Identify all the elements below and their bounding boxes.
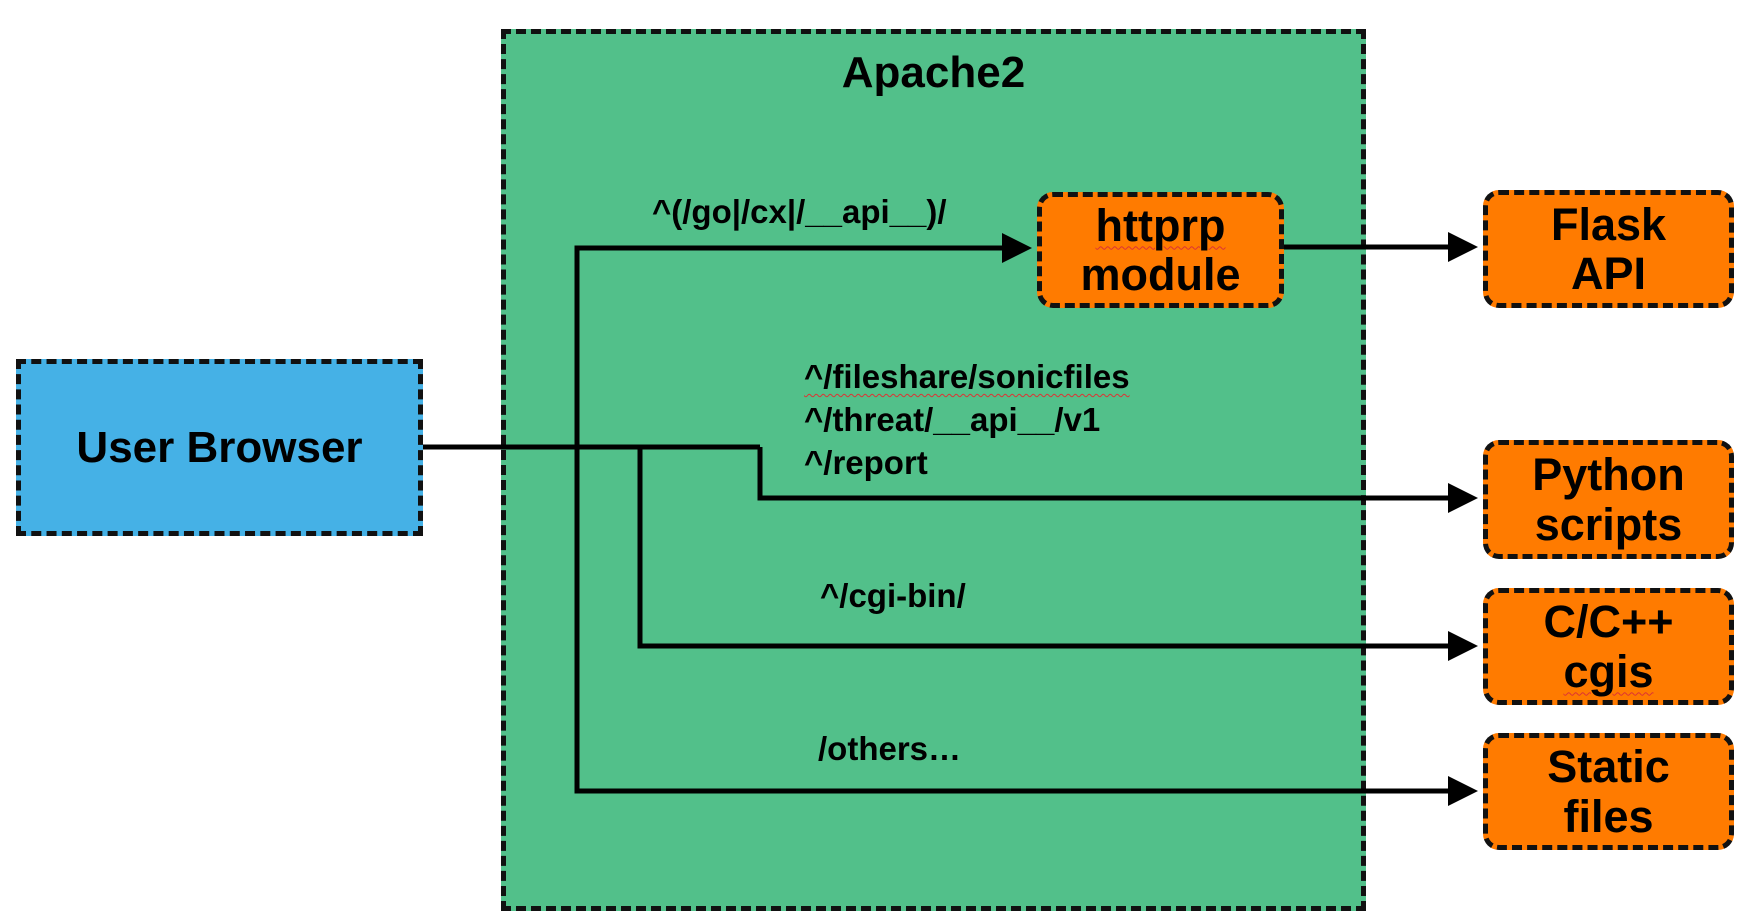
httprp-module-line1: httprp — [1095, 199, 1226, 251]
user-browser-box: User Browser — [16, 359, 423, 536]
route-label-proxy: ^(/go|/cx|/__api__)/ — [652, 193, 947, 230]
flask-api-box: Flask API — [1483, 190, 1734, 308]
cpp-cgis-box: C/C++ cgis — [1483, 588, 1734, 705]
cpp-cgis-line1: C/C++ — [1543, 596, 1674, 647]
apache2-title: Apache2 — [841, 48, 1026, 97]
httprp-module-box: httprp module — [1037, 192, 1284, 308]
static-files-box: Static files — [1483, 733, 1734, 850]
route-label-cgi: ^/cgi-bin/ — [820, 577, 966, 614]
python-scripts-line2: scripts — [1534, 498, 1683, 550]
python-scripts-box: Python scripts — [1483, 440, 1734, 559]
route-label-python-1: ^/fileshare/sonicfiles — [804, 358, 1130, 395]
static-files-line1: Static — [1547, 741, 1670, 792]
route-label-python-2: ^/threat/__api__/v1 — [804, 401, 1101, 438]
cpp-cgis-line2: cgis — [1563, 645, 1654, 697]
user-browser-label: User Browser — [76, 422, 363, 472]
route-label-others: /others… — [818, 730, 962, 767]
httprp-module-line2: module — [1080, 249, 1241, 300]
python-scripts-line1: Python — [1532, 449, 1685, 500]
flask-api-line2: API — [1570, 248, 1646, 299]
route-label-python-group: ^/fileshare/sonicfiles ^/threat/__api__/… — [804, 355, 1130, 484]
route-label-python-3: ^/report — [804, 444, 928, 481]
static-files-line2: files — [1563, 790, 1654, 842]
flask-api-line1: Flask — [1550, 198, 1667, 250]
